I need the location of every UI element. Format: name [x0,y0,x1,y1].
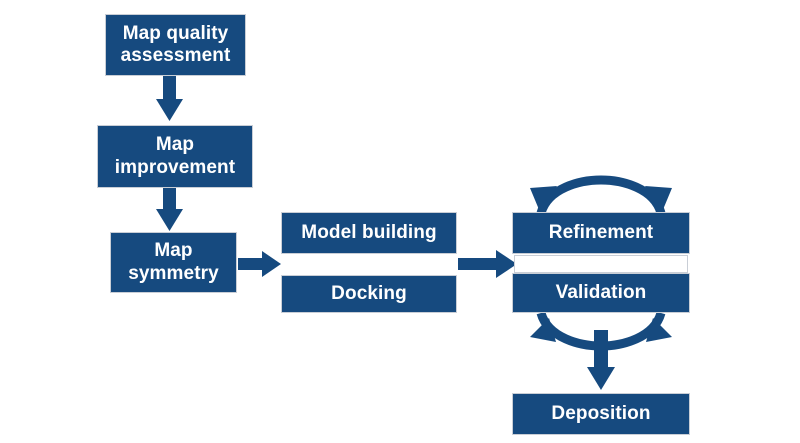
node-label-docking: Docking [331,282,407,304]
arrow-quality-to-improvement [156,76,183,121]
node-model-building[interactable]: Model building [281,212,457,254]
arrow-symmetry-to-building [238,251,281,277]
node-docking[interactable]: Docking [281,275,457,313]
node-label-map-quality-assessment: Map quality assessment [120,22,231,66]
node-map-improvement[interactable]: Map improvement [97,125,253,188]
node-label-refinement: Refinement [548,221,654,243]
node-refinement[interactable]: Refinement [512,212,690,254]
arrow-building-to-refinement [458,250,517,278]
node-label-validation: Validation [555,281,647,303]
arrow-validation-to-deposition [587,330,615,390]
node-label-model-building: Model building [301,221,437,243]
node-label-map-improvement: Map improvement [114,134,236,178]
node-validation[interactable]: Validation [512,273,690,313]
node-map-symmetry[interactable]: Map symmetry [110,232,237,293]
arc-validation-bottom [530,311,672,351]
node-refinement-validation-gap [514,255,688,273]
node-label-map-symmetry: Map symmetry [128,240,219,284]
node-deposition[interactable]: Deposition [512,393,690,435]
node-map-quality-assessment[interactable]: Map quality assessment [105,14,246,76]
arrow-improvement-to-symmetry [156,188,183,231]
node-label-deposition: Deposition [551,402,651,424]
arc-refinement-top [530,175,672,215]
